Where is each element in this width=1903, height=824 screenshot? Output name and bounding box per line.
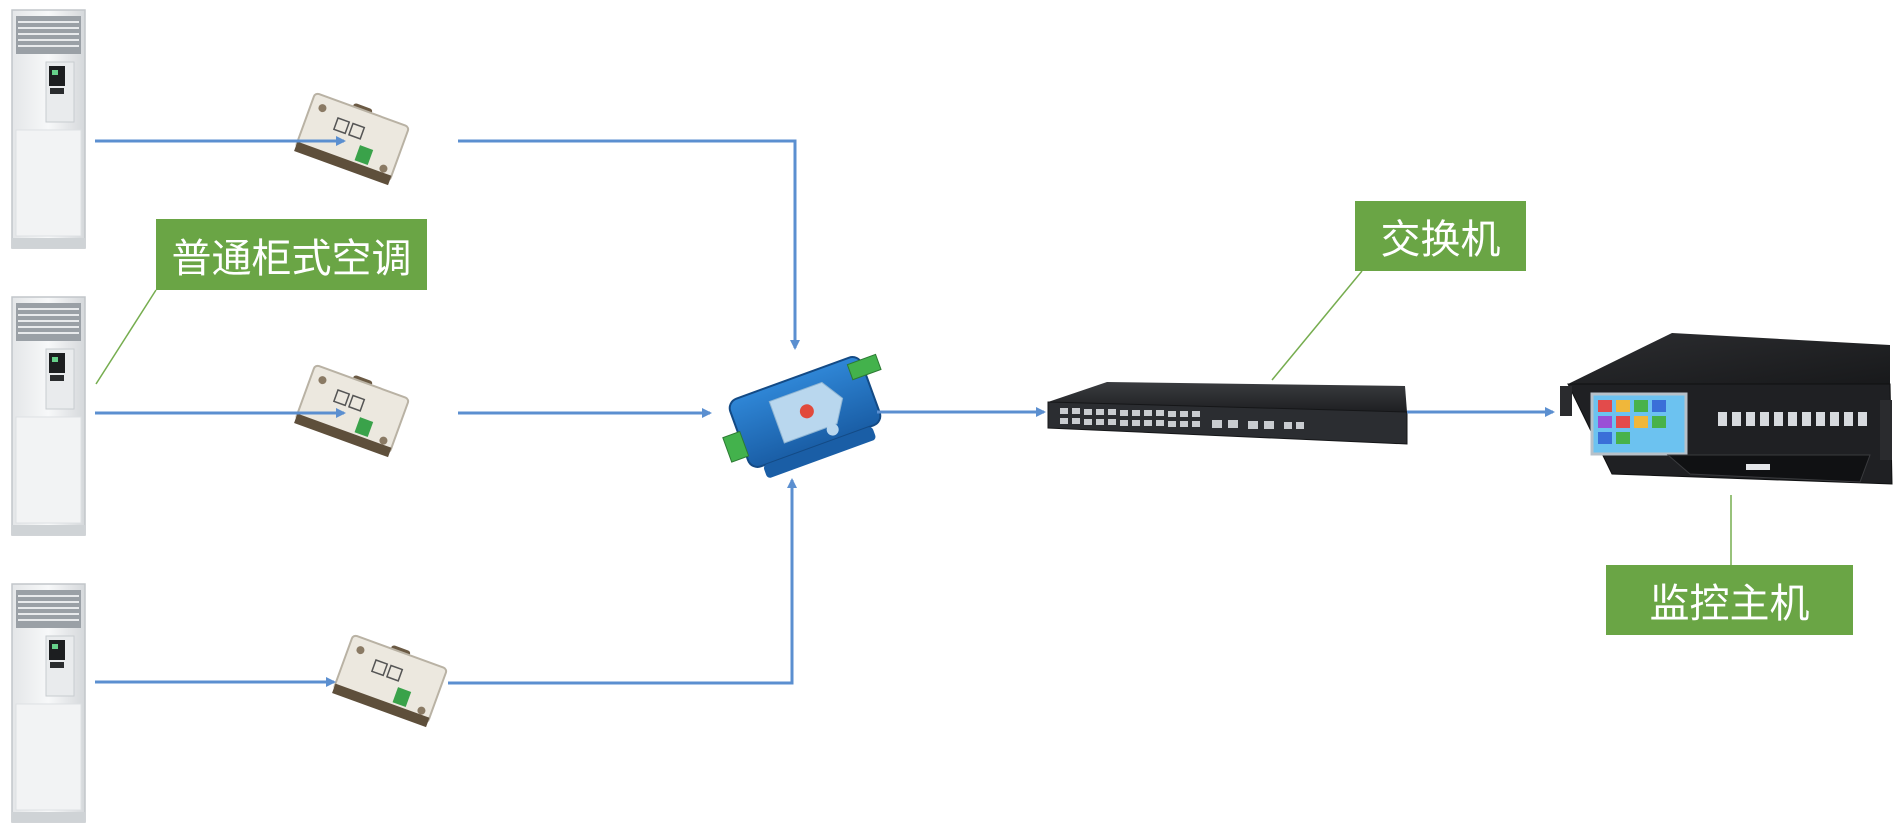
connection-arrows <box>95 136 1555 687</box>
leader-line-ac <box>95 289 157 385</box>
leader-line-switch <box>1271 270 1363 381</box>
label-box-switch-bg <box>1355 201 1526 271</box>
air-conditioner-icon <box>11 9 86 249</box>
switch-label: 交换机 <box>1380 217 1501 263</box>
label-box-host-bg <box>1606 565 1853 635</box>
ir-controller-icon <box>294 92 410 186</box>
monitor-host-icon <box>1560 333 1893 485</box>
ir-controller-icon <box>332 634 448 728</box>
ir-controller-icon <box>294 364 410 458</box>
label-box-ac-bg <box>156 219 427 290</box>
air-conditioner-label: 普通柜式空调 <box>171 235 412 282</box>
arrow-controller1-to-converter <box>458 139 800 350</box>
network-switch-icon <box>1047 382 1408 445</box>
rs485-converter-icon <box>722 353 882 478</box>
air-conditioner-icon <box>11 296 86 536</box>
arrow-controller3-to-converter <box>448 478 797 685</box>
air-conditioner-icon <box>11 583 86 823</box>
monitor-host-label: 监控主机 <box>1649 581 1810 627</box>
